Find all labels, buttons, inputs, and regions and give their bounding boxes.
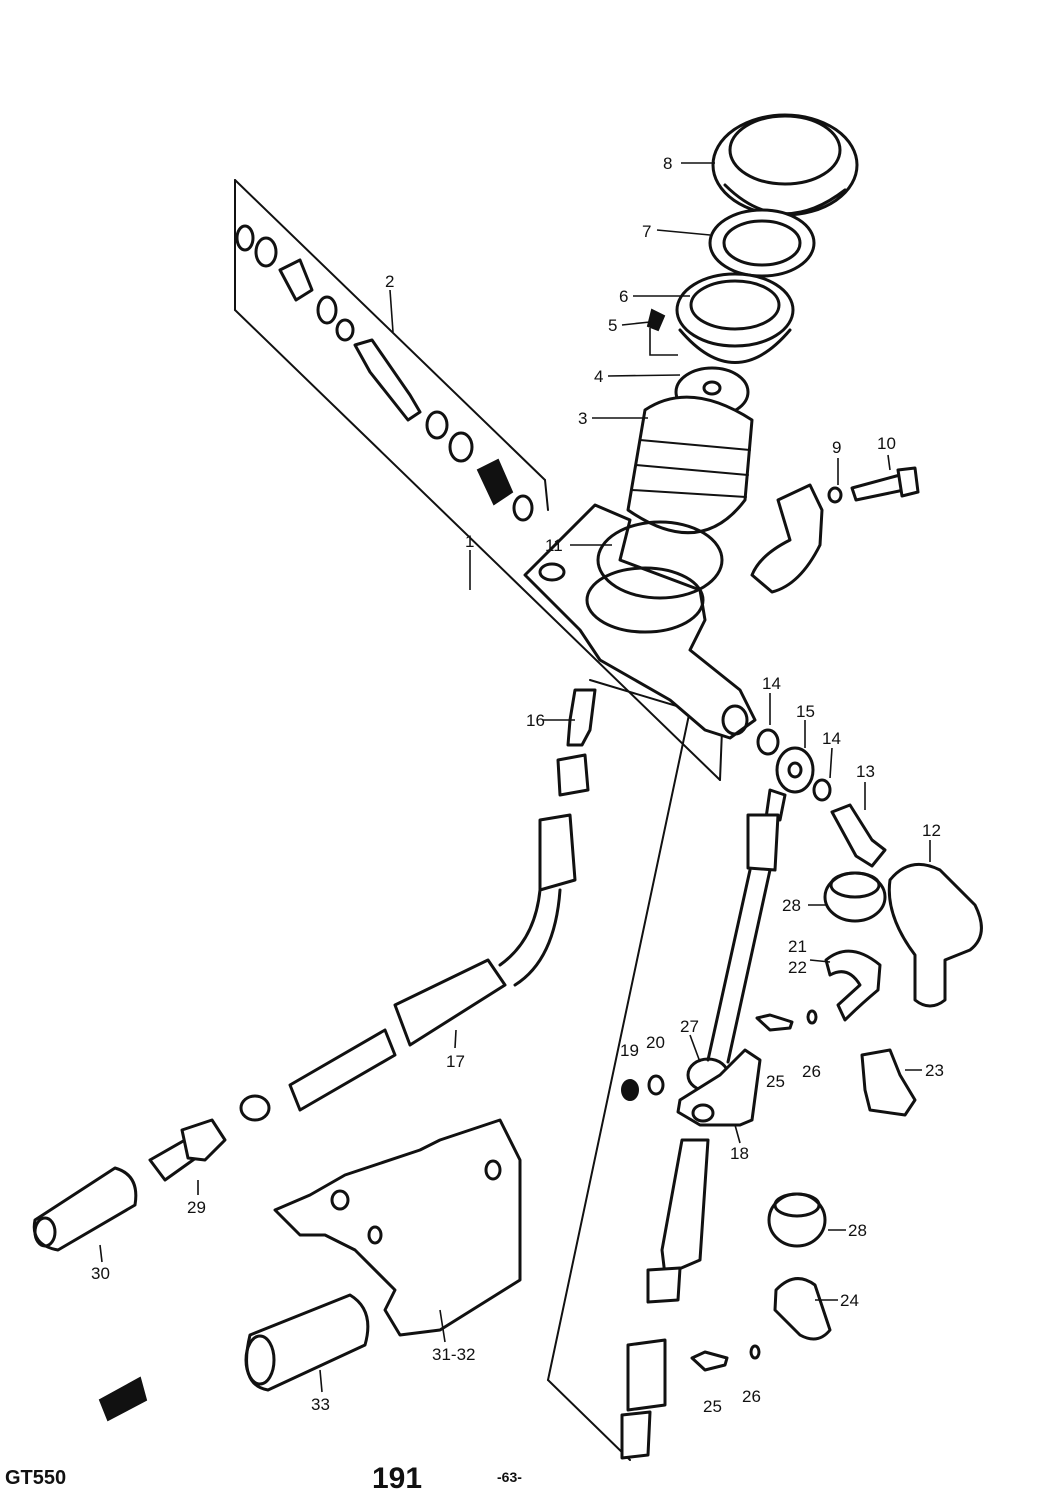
label-part-14-upper: 14 [762, 674, 781, 693]
label-part-19: 19 [620, 1041, 639, 1060]
fitting-29 [148, 1118, 227, 1182]
hose-assembly-bracket [547, 679, 691, 1461]
small-hardware [621, 1009, 818, 1372]
reservoir-cap-ring [708, 208, 816, 278]
label-part-26-lower: 26 [742, 1387, 761, 1406]
label-part-14-lower: 14 [822, 729, 841, 748]
label-part-33: 33 [311, 1395, 330, 1414]
label-part-15: 15 [796, 702, 815, 721]
lower-brake-hose [620, 788, 787, 1460]
footer-page-number: 191 [372, 1462, 422, 1495]
upper-assembly-bracket [234, 179, 723, 781]
label-part-12: 12 [922, 821, 941, 840]
label-part-20: 20 [646, 1033, 665, 1052]
label-part-30: 30 [91, 1264, 110, 1283]
o-ring-11 [596, 520, 724, 600]
grommet-upper-28 [823, 871, 887, 923]
label-part-25-upper: 25 [766, 1072, 785, 1091]
label-part-27: 27 [680, 1017, 699, 1036]
label-part-16: 16 [526, 711, 545, 730]
label-part-8: 8 [663, 154, 672, 173]
reservoir-cap [711, 113, 859, 217]
label-part-1: 1 [465, 532, 474, 551]
footer-model: GT550 [5, 1467, 66, 1489]
label-part-21: 21 [788, 937, 807, 956]
label-part-3: 3 [578, 409, 587, 428]
master-cylinder-body [523, 503, 757, 740]
sleeve-33 [244, 1293, 370, 1392]
label-part-18: 18 [730, 1144, 749, 1163]
screw-5 [646, 308, 666, 332]
footer-sub-page: -63- [497, 1469, 522, 1485]
bracket-23 [860, 1048, 917, 1117]
clamp-24 [773, 1277, 832, 1341]
label-part-5: 5 [608, 316, 617, 335]
label-part-17: 17 [446, 1052, 465, 1071]
label-part-26-upper: 26 [802, 1062, 821, 1081]
label-part-11: 11 [545, 536, 563, 555]
label-part-13: 13 [856, 762, 875, 781]
label-part-28-upper: 28 [782, 896, 801, 915]
label-part-6: 6 [619, 287, 628, 306]
label-part-7: 7 [642, 222, 651, 241]
label-part-9: 9 [832, 438, 841, 457]
label-part-2: 2 [385, 272, 394, 291]
label-part-23: 23 [925, 1061, 944, 1080]
cover-31-32 [273, 1118, 522, 1337]
label-part-4: 4 [594, 367, 603, 386]
banjo-fittings [756, 728, 887, 868]
label-part-24: 24 [840, 1291, 859, 1310]
reservoir-diaphragm [675, 272, 795, 364]
label-part-28-lower: 28 [848, 1221, 867, 1240]
switch-cover-12 [887, 862, 983, 1008]
leader-lines [99, 162, 931, 1393]
piston-kit-parts [235, 224, 534, 522]
footer: GT550 191 -63- [5, 1462, 522, 1495]
reservoir-body [626, 395, 754, 535]
part-number-labels: 8 7 6 5 4 3 2 9 10 11 1 14 15 14 13 12 1… [91, 154, 944, 1416]
grommet-lower-28 [767, 1192, 827, 1248]
label-part-29: 29 [187, 1198, 206, 1217]
brake-hose-17 [239, 688, 597, 1122]
label-part-22: 22 [788, 958, 807, 977]
boot-30 [32, 1166, 138, 1252]
direction-arrow [98, 1376, 148, 1422]
label-part-31-32: 31-32 [432, 1345, 475, 1364]
label-part-25-lower: 25 [703, 1397, 722, 1416]
clamp-21-22 [824, 949, 882, 1022]
handlebar-clamp [750, 466, 920, 594]
label-part-10: 10 [877, 434, 896, 453]
